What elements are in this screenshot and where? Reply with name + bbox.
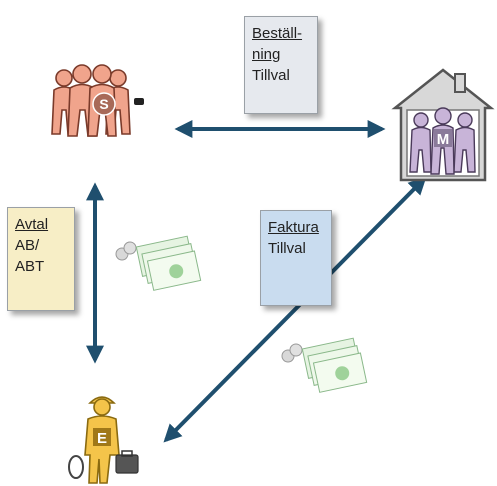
note-bestallning-line3: Tillval [252,67,290,84]
worker-e-letter: E [97,430,107,447]
note-avtal: Avtal AB/ ABT [7,207,75,311]
group-s-letter: S [99,96,108,112]
note-bestallning-title-1: Beställ- [252,25,303,42]
house-m-letter: M [437,131,450,148]
arrow-m-e [163,176,427,443]
house-m-icon: M [391,68,495,182]
note-bestallning: Beställ- ning Tillval [244,16,318,114]
money-icon [281,337,368,393]
note-avtal-line3: ABT [15,258,45,275]
worker-e-icon: E [68,396,139,484]
note-faktura-title: Faktura [268,219,319,236]
note-avtal-line2: AB/ [15,237,40,254]
note-faktura-line2: Tillval [268,240,306,257]
note-faktura: Faktura Tillval [260,210,332,306]
group-s-people-icon: S [51,64,144,137]
note-bestallning-title-2: ning [252,46,281,63]
money-icon [115,235,202,291]
note-avtal-title: Avtal [15,216,49,233]
